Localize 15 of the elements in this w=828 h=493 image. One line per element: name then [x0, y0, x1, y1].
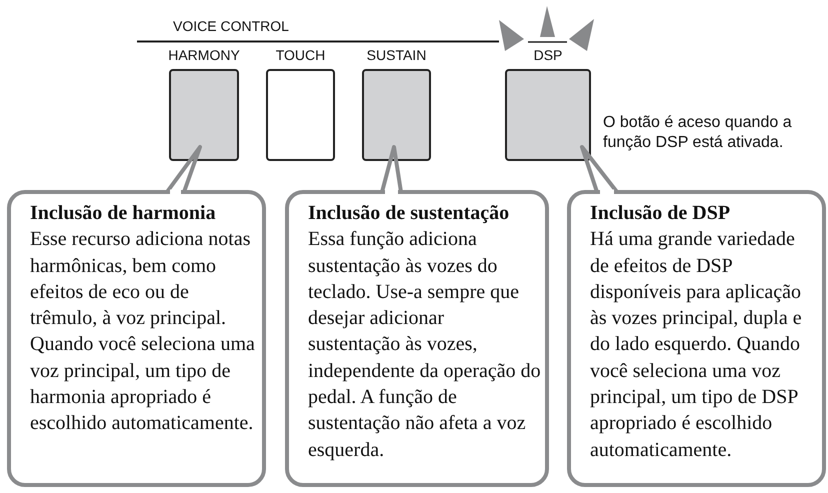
- note-text: O botão é aceso quando a função DSP está ativada.: [603, 113, 793, 153]
- callout-heading: Inclusão de harmonia: [30, 201, 217, 226]
- callout-box: [567, 190, 826, 487]
- callout-text: Há uma grande variedade de efeitos de DSP disponíveis para aplicação às vozes principal, dupla e do lado esquerdo. Quando você seleciona uma voz principal, um tipo de DSP apropriado é escolhido automaticamente.: [590, 227, 803, 463]
- button-label: TOUCH: [274, 47, 326, 63]
- button-label: HARMONY: [167, 47, 241, 63]
- callout-heading: Inclusão de DSP: [590, 201, 732, 226]
- button-label: SUSTAIN: [366, 47, 428, 63]
- callout-box: [7, 190, 266, 487]
- section-label: VOICE CONTROL: [173, 18, 289, 34]
- callout-text: Esse recurso adiciona notas harmônicas, bem como efeitos de eco ou de trêmulo, à voz principal. Quando você seleciona uma voz principal, um tipo de harmonia apropriado é escolhido automaticamente.: [30, 227, 256, 436]
- callout-box: [285, 190, 549, 487]
- callout-heading: Inclusão de sustentação: [308, 201, 510, 226]
- callout-text: Essa função adiciona sustentação às vozes do teclado. Use-a sempre que desejar adicionar sustentação às vozes, independente da operação do pedal. A função de sustentação não afeta a voz esquerda.: [308, 227, 541, 463]
- button-label: DSP: [532, 47, 564, 63]
